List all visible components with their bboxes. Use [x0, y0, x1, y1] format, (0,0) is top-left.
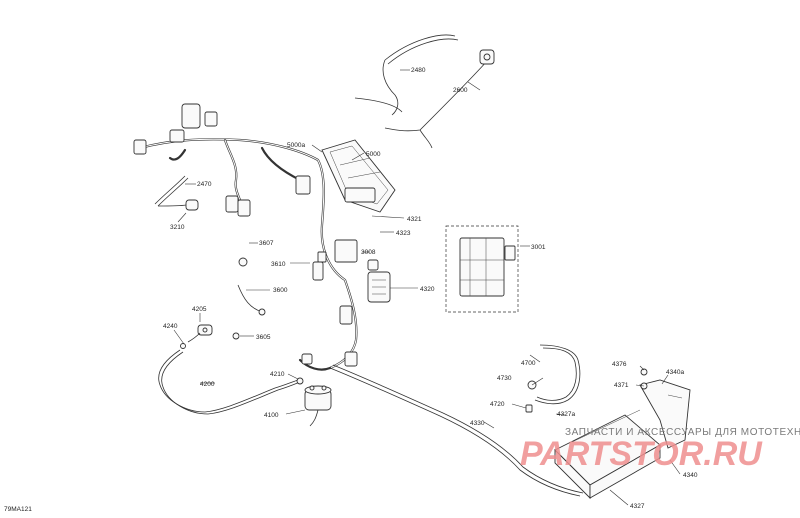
watermark-logo: PARTSTOR.RU [520, 435, 763, 473]
callout-2470: 2470 [197, 181, 212, 188]
battery-assembly [554, 368, 691, 500]
callout-4730: 4730 [497, 375, 512, 382]
callout-2480: 2480 [411, 67, 426, 74]
ecm-module [321, 139, 396, 213]
fuse-box [334, 239, 391, 303]
callout-2600: 2600 [453, 87, 468, 94]
upper-cables [354, 34, 495, 149]
callout-4321: 4321 [407, 216, 422, 223]
watermark: ЗАПЧАСТИ И АКСЕССУАРЫ ДЛЯ МОТОТЕХНИКИ PA… [520, 427, 800, 473]
watermark-text: ЗАПЧАСТИ И АКСЕССУАРЫ ДЛЯ МОТОТЕХНИКИ [565, 427, 800, 438]
callout-4330: 4330 [470, 420, 485, 427]
callout-4327a: 4327a [557, 411, 575, 418]
callout-3210: 3210 [170, 224, 185, 231]
sensor-2470 [154, 175, 199, 211]
callout-4100: 4100 [264, 412, 279, 419]
callout-4320: 4320 [420, 286, 435, 293]
callout-3001: 3001 [531, 244, 546, 251]
harness-connectors [133, 103, 358, 367]
callout-4371: 4371 [614, 382, 629, 389]
callout-3605: 3605 [256, 334, 271, 341]
callout-4340: 4340 [683, 472, 698, 479]
main-harness [138, 138, 358, 371]
callout-3607: 3607 [259, 240, 274, 247]
callout-5000: 5000 [366, 151, 381, 158]
callout-4720: 4720 [490, 401, 505, 408]
callout-4205: 4205 [192, 306, 207, 313]
cable-3600 [232, 257, 266, 340]
cable-battery [329, 364, 584, 497]
callout-4327: 4327 [630, 503, 645, 510]
leader-lines [173, 69, 681, 506]
solenoid-4100 [304, 385, 332, 427]
callout-4376: 4376 [612, 361, 627, 368]
callout-4323: 4323 [396, 230, 411, 237]
cable-4200 [158, 349, 304, 415]
callout-5000a: 5000a [287, 142, 305, 149]
callout-4240: 4240 [163, 323, 178, 330]
callout-3008: 3008 [361, 249, 376, 256]
callout-labels: 2480 2600 5000a 5000 2470 3210 4321 4323… [163, 67, 698, 510]
callout-4200: 4200 [200, 381, 215, 388]
callout-4340a: 4340a [666, 369, 684, 376]
callout-4210: 4210 [270, 371, 285, 378]
callout-3610: 3610 [271, 261, 286, 268]
callout-3600: 3600 [273, 287, 288, 294]
callout-4700: 4700 [521, 360, 536, 367]
small-lugs [180, 324, 213, 349]
cable-4700 [525, 344, 581, 413]
diagram-id: 79MA121 [4, 506, 32, 513]
inset-3001 [445, 225, 519, 313]
